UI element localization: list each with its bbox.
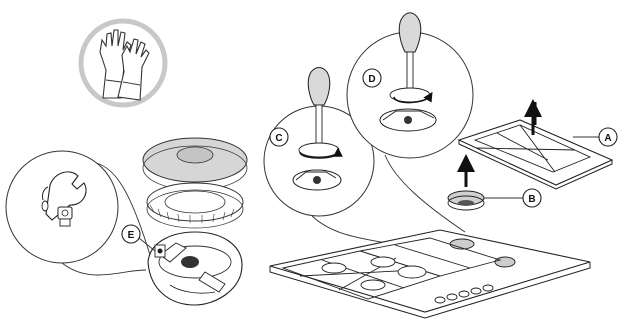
gloves-icon	[81, 21, 165, 105]
callout-e-label: E	[128, 230, 135, 241]
callout-b-label: B	[528, 194, 535, 205]
burner-icon	[448, 163, 484, 210]
wrench-detail-view	[6, 151, 150, 275]
callout-d-label: D	[368, 74, 375, 85]
callout-b: B	[484, 189, 541, 207]
pan-support-icon	[459, 102, 612, 189]
burner-exploded-icon	[143, 138, 247, 305]
callout-d: D	[363, 69, 381, 87]
callout-e: E	[122, 225, 155, 251]
callout-a: A	[573, 128, 617, 146]
callout-c-label: C	[275, 133, 282, 144]
injector-nut-icon	[58, 207, 72, 226]
callout-c: C	[270, 128, 288, 146]
callout-a-label: A	[604, 133, 611, 144]
hob-icon	[270, 230, 590, 318]
